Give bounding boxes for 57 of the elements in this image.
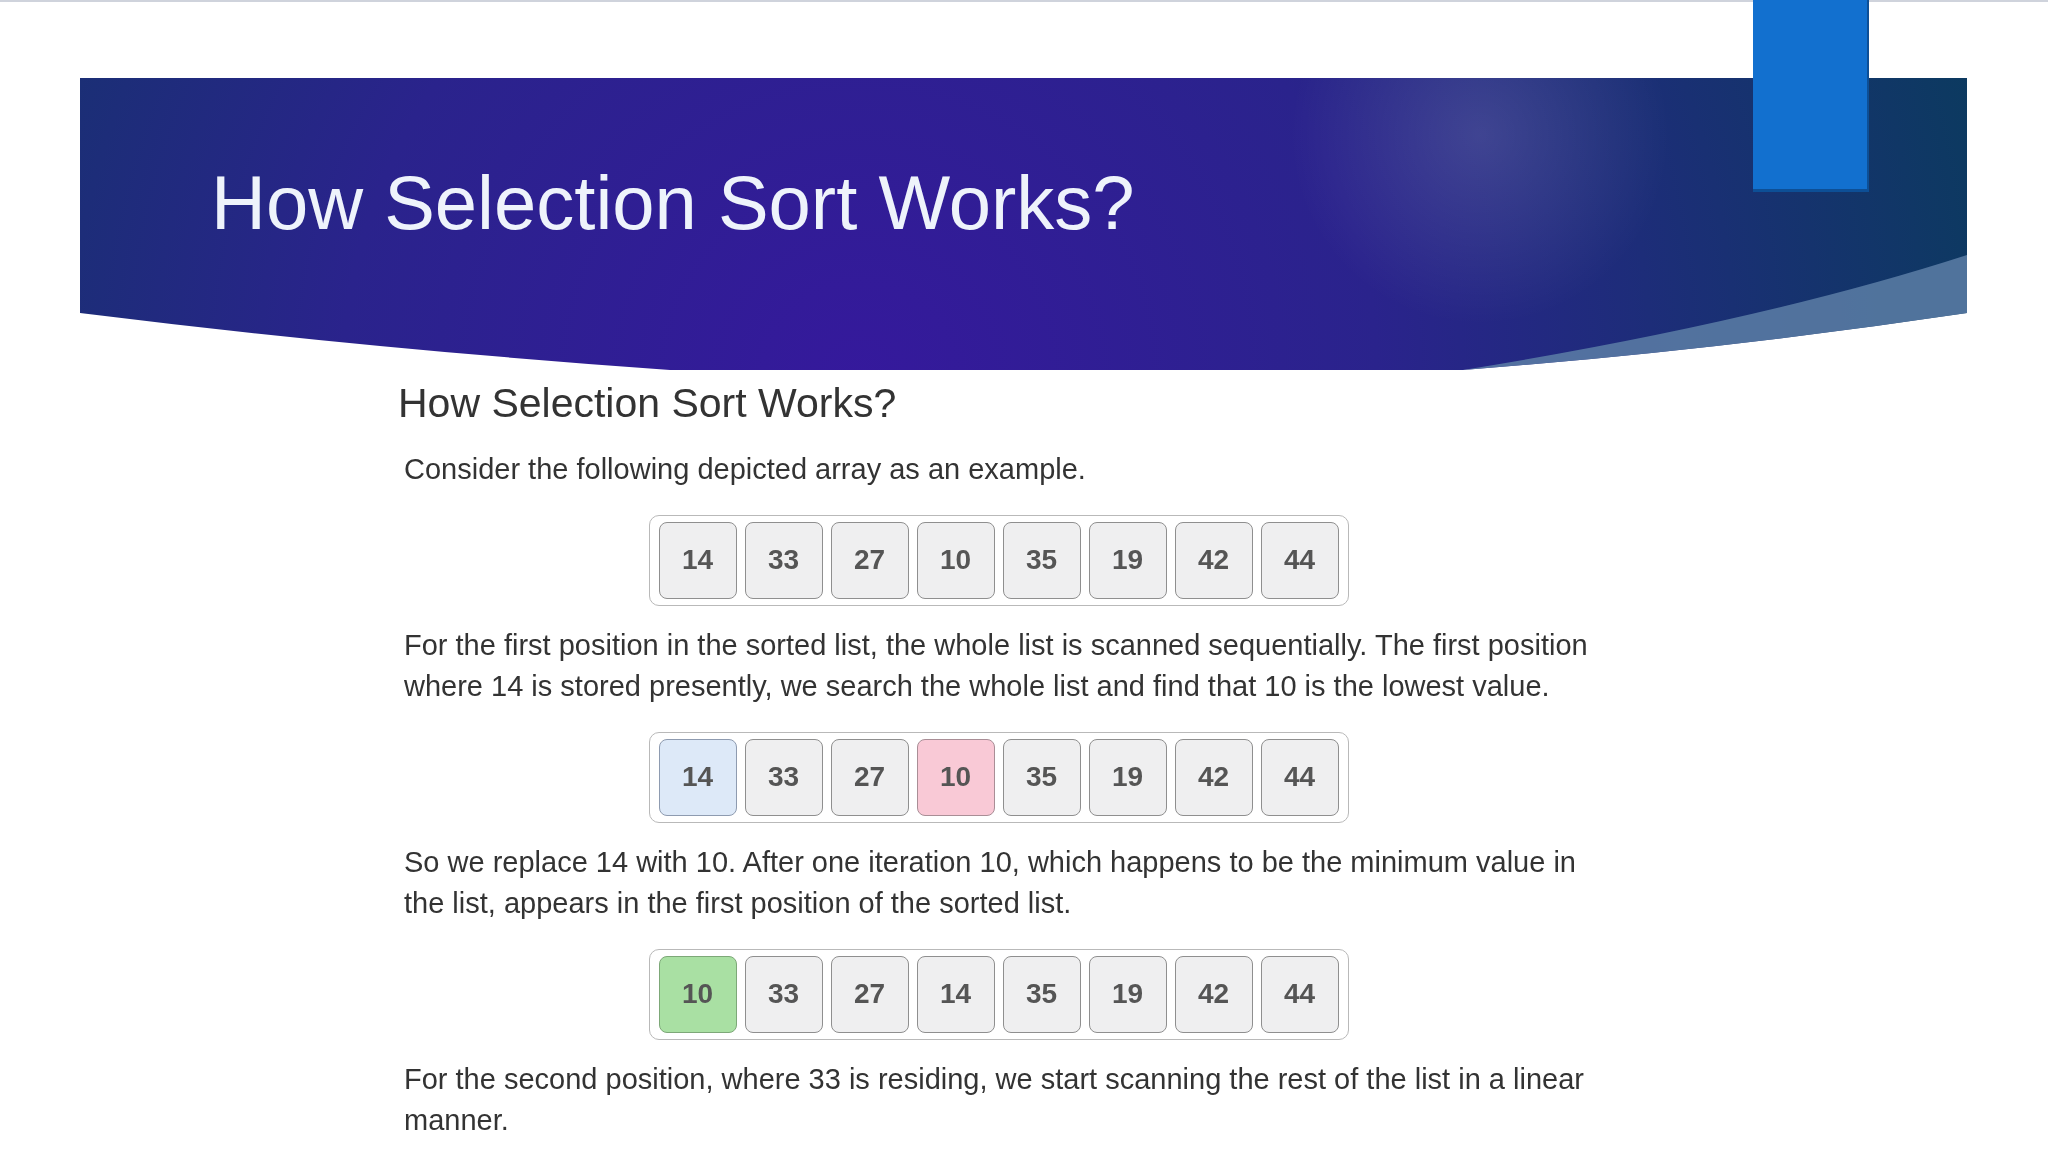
array-cell	[744, 521, 823, 599]
array-cell	[1002, 738, 1081, 816]
cell-value: 10	[939, 544, 972, 576]
array-cell	[1088, 521, 1167, 599]
array-frame	[649, 732, 1349, 823]
cell-value: 35	[1025, 761, 1058, 793]
paragraph: Consider the following depicted array as an example.	[404, 452, 1087, 487]
cell-value: 33	[767, 761, 800, 793]
cell-value: 19	[1111, 978, 1144, 1010]
paragraph: For the second position, where 33 is residing, we start scanning the rest of the list in a linear manner.	[404, 1062, 1585, 1138]
cell-value: 14	[939, 978, 972, 1010]
cell-value: 27	[853, 761, 886, 793]
array-cell	[830, 521, 909, 599]
section-heading: How Selection Sort Works?	[398, 383, 898, 424]
array-cell	[1174, 955, 1253, 1033]
cell-value: 42	[1197, 544, 1230, 576]
array-cell	[1260, 738, 1339, 816]
array-cell	[744, 738, 823, 816]
cell-value: 35	[1025, 544, 1058, 576]
array-cell	[1002, 521, 1081, 599]
cell-value: 33	[767, 978, 800, 1010]
array-cell	[658, 955, 737, 1033]
slide-title: How Selection Sort Works?	[211, 165, 1135, 241]
cell-value: 10	[939, 761, 972, 793]
array-cell	[1260, 521, 1339, 599]
cell-value: 33	[767, 544, 800, 576]
array-cell	[658, 738, 737, 816]
cell-value: 35	[1025, 978, 1058, 1010]
array-cell	[830, 955, 909, 1033]
cell-value: 42	[1197, 761, 1230, 793]
cell-value: 44	[1283, 544, 1316, 576]
array-cell	[916, 955, 995, 1033]
array-cell	[916, 521, 995, 599]
array-cell	[830, 738, 909, 816]
paragraph: For the first position in the sorted list, the whole list is scanned sequentially. The first position where 14 is stored presently, we search the whole list and find that 10 is the lowest value.	[404, 628, 1589, 704]
cell-value: 19	[1111, 761, 1144, 793]
cell-value: 14	[681, 544, 714, 576]
array-cell	[1088, 955, 1167, 1033]
cell-value: 27	[853, 544, 886, 576]
array-cell	[1174, 521, 1253, 599]
array-frame	[649, 515, 1349, 606]
array-cell	[1088, 738, 1167, 816]
array-cell	[658, 521, 737, 599]
cell-value: 44	[1283, 978, 1316, 1010]
array-cell	[916, 738, 995, 816]
cell-value: 42	[1197, 978, 1230, 1010]
array-cell	[744, 955, 823, 1033]
array-cell	[1002, 955, 1081, 1033]
array-frame	[649, 949, 1349, 1040]
array-cell	[1260, 955, 1339, 1033]
array-cell	[1174, 738, 1253, 816]
cell-value: 44	[1283, 761, 1316, 793]
cell-value: 14	[681, 761, 714, 793]
cell-value: 10	[681, 978, 714, 1010]
cell-value: 27	[853, 978, 886, 1010]
paragraph: So we replace 14 with 10. After one iteration 10, which happens to be the minimum value in the list, appears in the first position of the sorted list.	[404, 845, 1577, 921]
cell-value: 19	[1111, 544, 1144, 576]
